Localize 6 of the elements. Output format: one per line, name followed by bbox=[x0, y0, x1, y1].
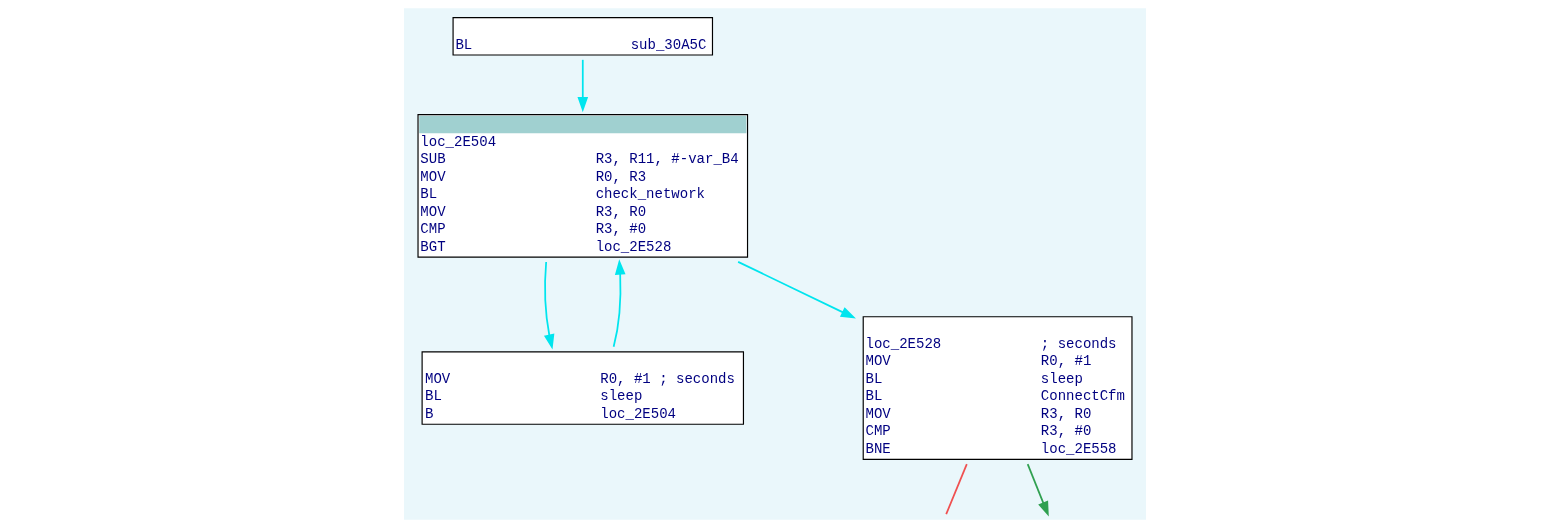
connector bbox=[944, 463, 968, 516]
arrow bbox=[576, 58, 588, 113]
arrow bbox=[736, 261, 856, 319]
arrow bbox=[612, 259, 626, 348]
arrow bbox=[543, 261, 554, 350]
arrow bbox=[1026, 463, 1049, 517]
